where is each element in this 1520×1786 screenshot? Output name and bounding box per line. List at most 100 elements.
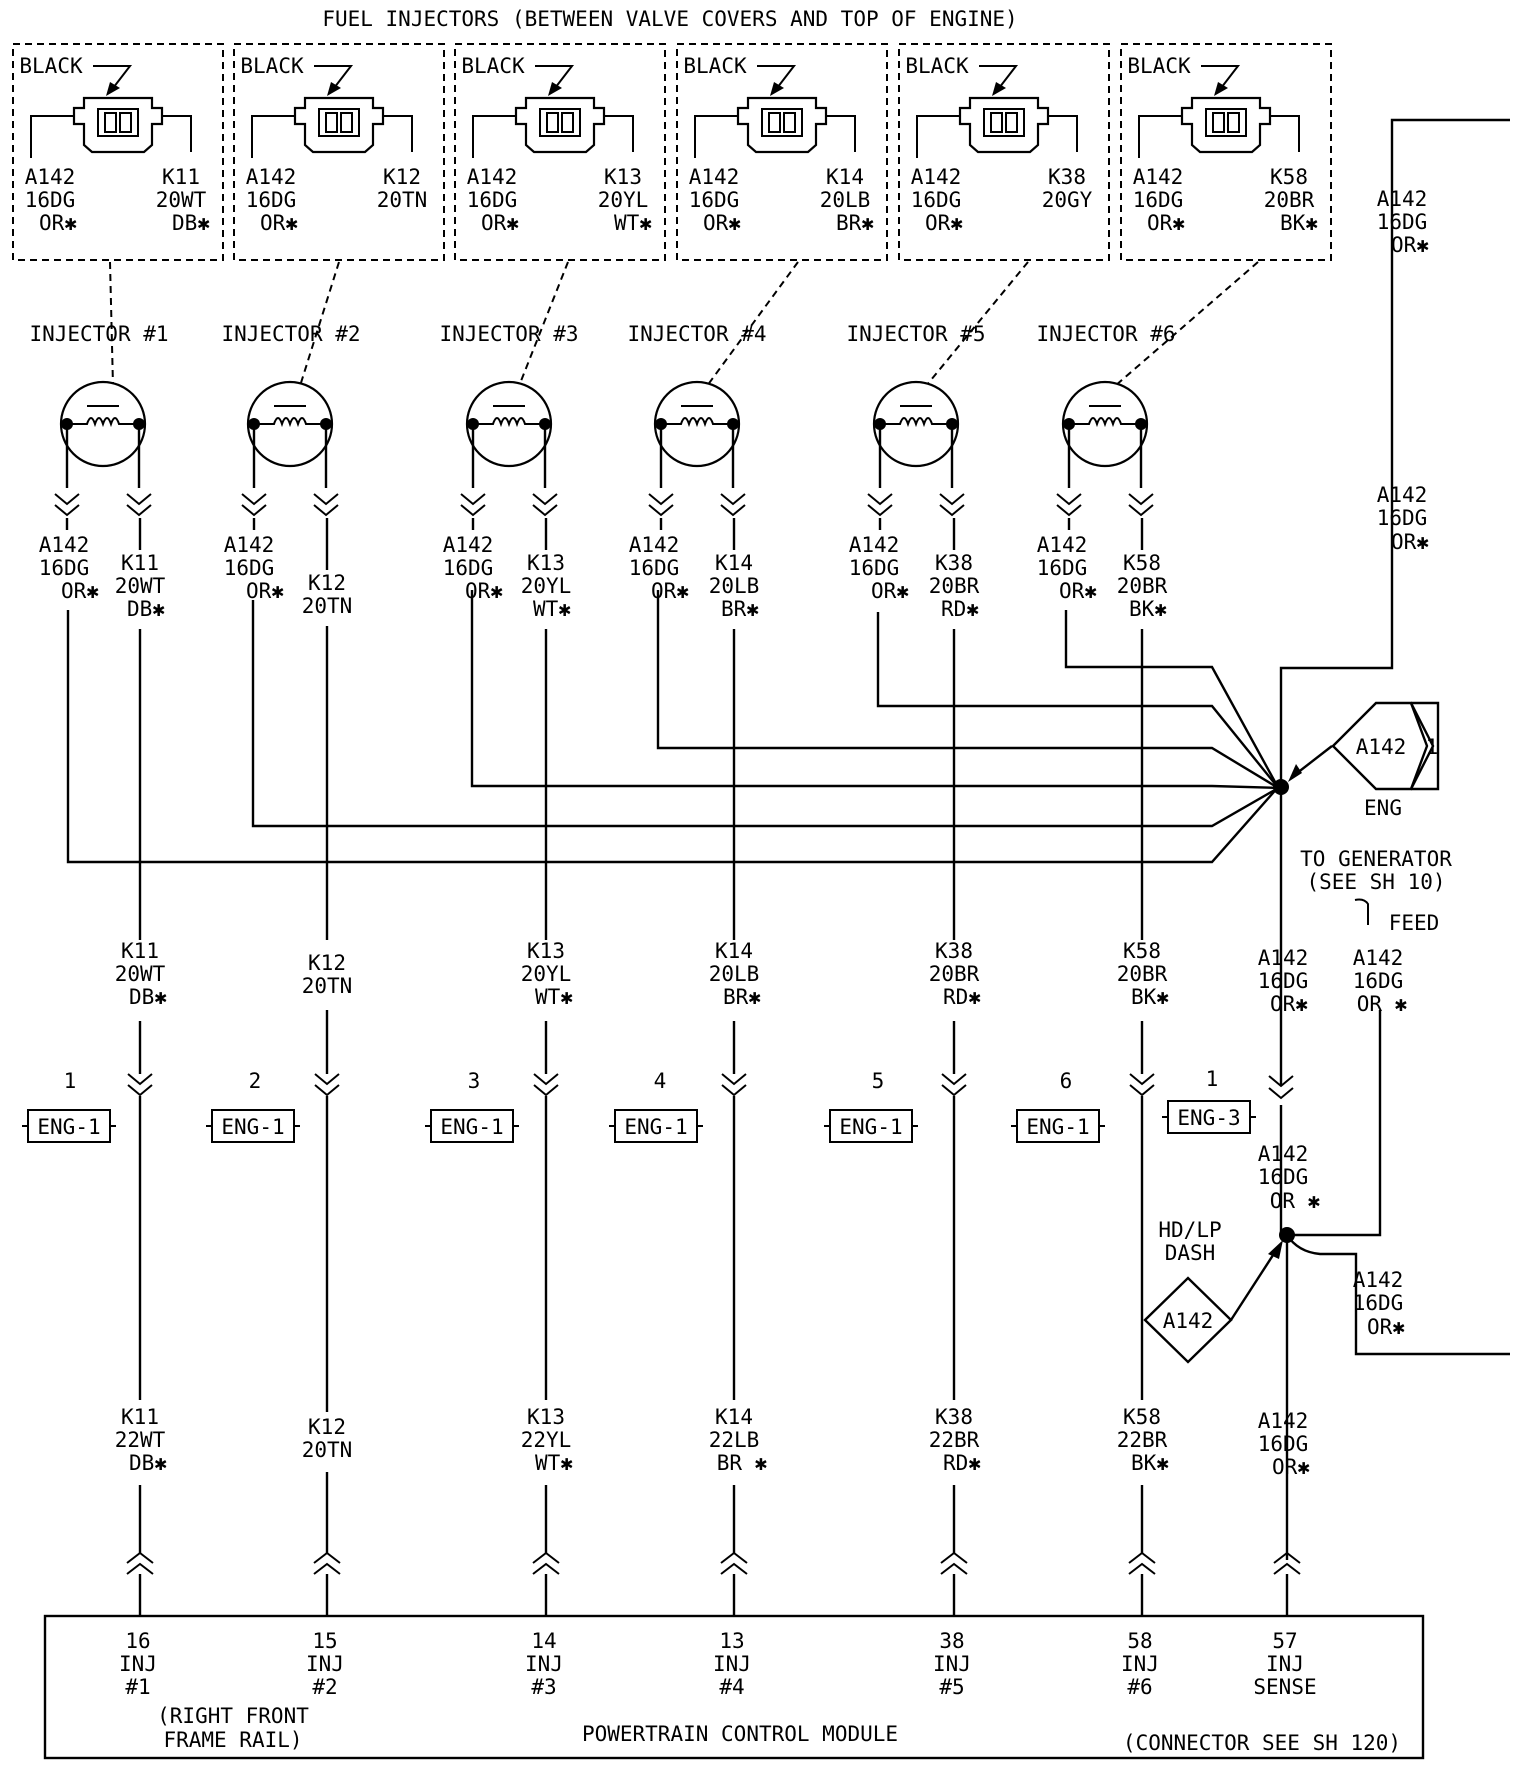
pcm-pin-3-1: INJ bbox=[525, 1652, 563, 1676]
injector-5-conn-left-0: A142 bbox=[911, 165, 962, 189]
injector-5-connector-color: BLACK bbox=[905, 54, 969, 78]
injector-3-up-right-1: 20YL bbox=[521, 574, 572, 598]
a142-splice-number: 1 bbox=[1206, 1067, 1219, 1091]
injector-5-up-left-2: OR✱ bbox=[871, 579, 909, 603]
dash-label-line2: DASH bbox=[1165, 1241, 1216, 1265]
injector-5-low-0: K38 bbox=[935, 1405, 973, 1429]
injector-2-splice-eng1: ENG-1 bbox=[221, 1115, 284, 1139]
pcm-pin-1-2: #1 bbox=[125, 1675, 150, 1699]
injector-3-conn-right-1: 20YL bbox=[598, 188, 649, 212]
injector-2-conn-right-1: 20TN bbox=[377, 188, 428, 212]
injector-5-low-2: RD✱ bbox=[943, 1451, 981, 1475]
injector-5-up-left-0: A142 bbox=[849, 533, 900, 557]
injector-5-up-left-1: 16DG bbox=[849, 556, 900, 580]
injector-3-up-left-1: 16DG bbox=[443, 556, 494, 580]
injector-2-up-left-0: A142 bbox=[224, 533, 275, 557]
injector-2-up-right-1: 20TN bbox=[302, 594, 353, 618]
injector-3-conn-right-0: K13 bbox=[604, 165, 642, 189]
injector-4-name: INJECTOR #4 bbox=[627, 322, 766, 346]
injector-4-conn-left-0: A142 bbox=[689, 165, 740, 189]
a142-low-color: OR✱ bbox=[1272, 1455, 1310, 1479]
injector-1-mid-0: K11 bbox=[121, 939, 159, 963]
injector-6-up-left-2: OR✱ bbox=[1059, 579, 1097, 603]
injector-4-mid-0: K14 bbox=[715, 939, 753, 963]
injector-3-mid-1: 20YL bbox=[521, 962, 572, 986]
injector-3-conn-left-0: A142 bbox=[467, 165, 518, 189]
eng-connector-label: ENG bbox=[1364, 796, 1402, 820]
injector-3-mid-0: K13 bbox=[527, 939, 565, 963]
injector-3-up-left-2: OR✱ bbox=[465, 579, 503, 603]
injector-2-conn-left-0: A142 bbox=[246, 165, 297, 189]
injector-1-low-1: 22WT bbox=[115, 1428, 166, 1452]
injector-1-splice-number: 1 bbox=[64, 1069, 77, 1093]
injector-4-conn-left-1: 16DG bbox=[689, 188, 740, 212]
pcm-pin-6-2: #6 bbox=[1127, 1675, 1152, 1699]
injector-6-name: INJECTOR #6 bbox=[1036, 322, 1175, 346]
injector-4-splice-eng1: ENG-1 bbox=[624, 1115, 687, 1139]
injector-3-mid-2: WT✱ bbox=[535, 985, 573, 1009]
a142-right-mid-color: OR✱ bbox=[1391, 530, 1429, 554]
injector-2-low-0: K12 bbox=[308, 1415, 346, 1439]
injector-1-up-left-0: A142 bbox=[39, 533, 90, 557]
injector-6-low-2: BK✱ bbox=[1131, 1451, 1169, 1475]
injector-5-up-right-2: RD✱ bbox=[941, 597, 979, 621]
injector-5-splice-number: 5 bbox=[872, 1069, 885, 1093]
injector-6-up-right-2: BK✱ bbox=[1129, 597, 1167, 621]
injector-6-up-left-1: 16DG bbox=[1037, 556, 1088, 580]
injector-2-conn-left-2: OR✱ bbox=[260, 211, 298, 235]
injector-3-low-0: K13 bbox=[527, 1405, 565, 1429]
injector-5-splice-eng1: ENG-1 bbox=[839, 1115, 902, 1139]
injector-1-up-right-2: DB✱ bbox=[127, 597, 165, 621]
generator-feed-label: FEED bbox=[1389, 911, 1440, 935]
connector-5-body bbox=[958, 96, 1050, 154]
injector-2-mid-0: K12 bbox=[308, 951, 346, 975]
injector-5-mid-2: RD✱ bbox=[943, 985, 981, 1009]
injector-4-up-left-2: OR✱ bbox=[651, 579, 689, 603]
injector-5-conn-left-2: OR✱ bbox=[925, 211, 963, 235]
injector-3-connector-color: BLACK bbox=[461, 54, 525, 78]
pcm-location-line2: FRAME RAIL) bbox=[163, 1728, 302, 1752]
injector-5-conn-right-0: K38 bbox=[1048, 165, 1086, 189]
pcm-pin-3-2: #3 bbox=[531, 1675, 556, 1699]
a142-gen-color: OR ✱ bbox=[1357, 992, 1408, 1016]
injector-4-splice-number: 4 bbox=[654, 1069, 667, 1093]
injector-5-low-1: 22BR bbox=[929, 1428, 980, 1452]
injector-6-up-right-0: K58 bbox=[1123, 551, 1161, 575]
injector-4-low-1: 22LB bbox=[709, 1428, 760, 1452]
pcm-pin-2-0: 15 bbox=[312, 1629, 337, 1653]
a142-out-right-color: OR✱ bbox=[1367, 1315, 1405, 1339]
injector-5-mid-0: K38 bbox=[935, 939, 973, 963]
powertrain-control-module: 57 INJ SENSE (RIGHT FRONT FRAME RAIL) PO… bbox=[43, 1614, 1425, 1760]
pcm-pin-6-1: INJ bbox=[1121, 1652, 1159, 1676]
a142-out-right-name: A142 bbox=[1353, 1268, 1404, 1292]
a142-bus: A142 1 ENG A142 16DG OR✱ A142 16DG OR✱ T… bbox=[66, 118, 1510, 1616]
injector-4-connector-color: BLACK bbox=[683, 54, 747, 78]
injector-6-splice-number: 6 bbox=[1060, 1069, 1073, 1093]
injector-2-conn-left-1: 16DG bbox=[246, 188, 297, 212]
pcm-pin-a142-label: SENSE bbox=[1253, 1675, 1316, 1699]
injector-3-up-right-2: WT✱ bbox=[533, 597, 571, 621]
injector-6-low-0: K58 bbox=[1123, 1405, 1161, 1429]
dash-connector-ref: A142 bbox=[1163, 1309, 1214, 1333]
dash-label-line1: HD/LP bbox=[1158, 1218, 1221, 1242]
injector-1-up-left-2: OR✱ bbox=[61, 579, 99, 603]
connector-4-body bbox=[736, 96, 828, 154]
pcm-pin-6-0: 58 bbox=[1127, 1629, 1152, 1653]
injector-4-conn-right-2: BR✱ bbox=[836, 211, 874, 235]
a142-right-top-gauge: 16DG bbox=[1377, 210, 1428, 234]
injector-3-splice-number: 3 bbox=[468, 1069, 481, 1093]
injector-4-low-2: BR ✱ bbox=[717, 1451, 768, 1475]
pcm-pin-5-2: #5 bbox=[939, 1675, 964, 1699]
injector-3-up-left-0: A142 bbox=[443, 533, 494, 557]
a142-right-top-name: A142 bbox=[1377, 187, 1428, 211]
pcm-pin-4-2: #4 bbox=[719, 1675, 744, 1699]
injector-6-conn-left-0: A142 bbox=[1133, 165, 1184, 189]
a142-out-right-gauge: 16DG bbox=[1353, 1291, 1404, 1315]
injector-5-up-right-1: 20BR bbox=[929, 574, 980, 598]
injector-4-conn-left-2: OR✱ bbox=[703, 211, 741, 235]
pcm-pin-a142-number: 57 bbox=[1272, 1629, 1297, 1653]
